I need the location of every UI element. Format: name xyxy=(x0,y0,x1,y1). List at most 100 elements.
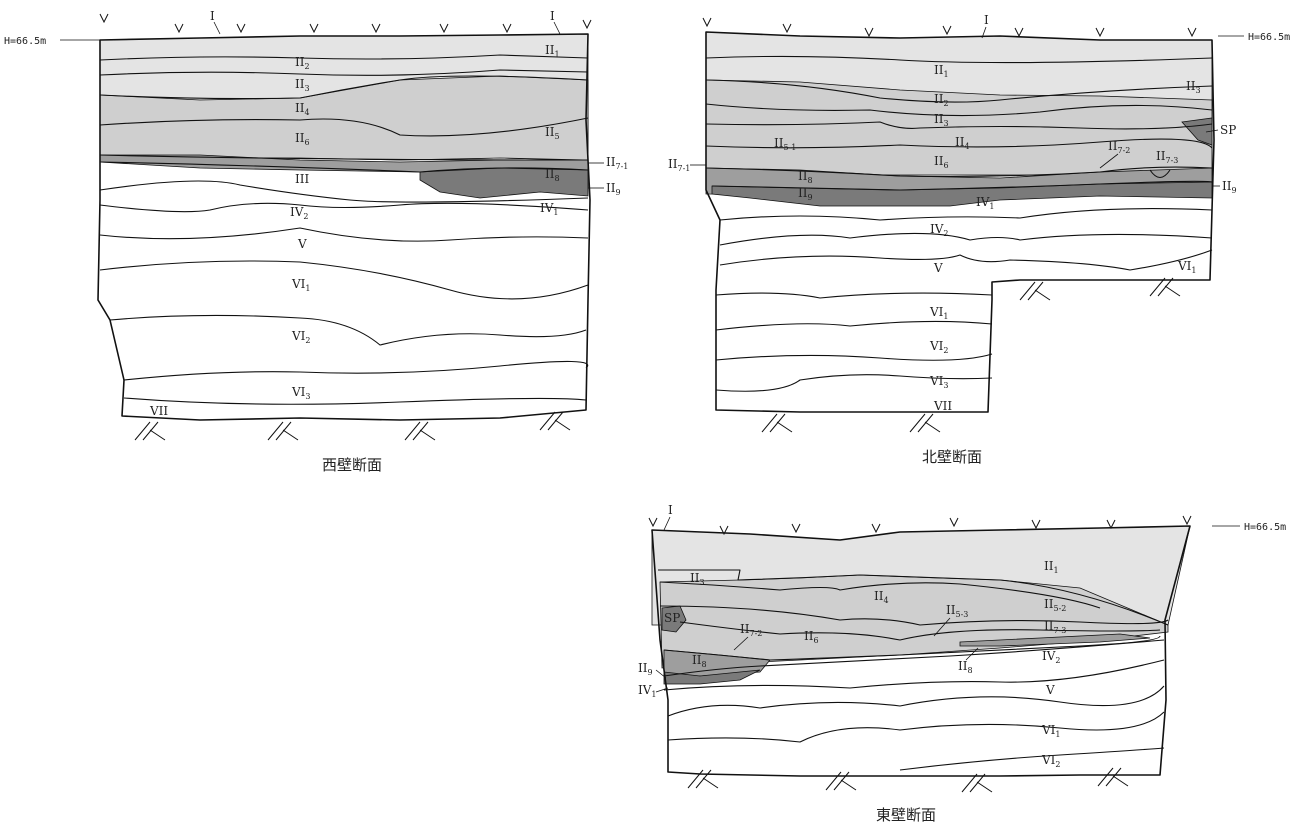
west-ground-tick xyxy=(174,23,184,34)
west-label-ii3: II3 xyxy=(295,77,310,93)
east-label-ii7-3: II7-3 xyxy=(1044,619,1066,635)
north-label-sp: SP xyxy=(1220,123,1236,137)
east-boundary xyxy=(667,685,1165,717)
north-ground-tick xyxy=(864,27,874,38)
west-leader xyxy=(213,21,221,35)
east-label-ii6: II6 xyxy=(804,629,819,645)
north-label-ii3-right: II3 xyxy=(1186,79,1201,95)
west-boundary xyxy=(99,161,589,173)
east-label-v: V xyxy=(1045,683,1055,697)
north-label-i: I xyxy=(984,13,989,27)
north-hatch xyxy=(909,413,941,433)
east-layer-ii9 xyxy=(663,669,761,685)
north-ground-tick xyxy=(702,17,712,28)
west-label-ii7-1: II7-1 xyxy=(606,155,628,171)
east-label-ii3: II3 xyxy=(690,571,705,587)
north-boundary xyxy=(715,292,993,299)
north-label-ii7-2: II7-2 xyxy=(1108,139,1130,155)
north-hatch xyxy=(761,413,793,433)
west-caption: 西壁断面 xyxy=(322,456,382,474)
east-label-ii9: II9 xyxy=(638,661,653,677)
north-label-ii7-3: II7-3 xyxy=(1156,149,1178,165)
north-boundary xyxy=(715,353,993,361)
east-leader xyxy=(655,687,669,693)
north-leader xyxy=(1099,153,1119,169)
east-ground-tick xyxy=(1106,519,1116,530)
north-label-ii6: II6 xyxy=(934,154,949,170)
east-label-ii4: II4 xyxy=(874,589,889,605)
east-label-ii7-2: II7-2 xyxy=(740,622,762,638)
north-datum-label: H=66.5m xyxy=(1248,32,1290,43)
east-boundary xyxy=(658,569,1169,626)
east-ground-tick xyxy=(648,517,658,528)
east-boundary xyxy=(667,711,1165,743)
north-label-vi3: VI3 xyxy=(929,374,949,390)
west-boundary xyxy=(109,314,587,346)
north-boundary xyxy=(705,79,1213,103)
north-leader xyxy=(1205,129,1219,133)
east-ground-tick xyxy=(1182,515,1192,526)
east-hatch xyxy=(687,769,719,789)
west-boundary xyxy=(99,54,589,61)
west-label-iv2: IV2 xyxy=(290,205,309,221)
east-leader xyxy=(965,647,979,661)
east-label-vi2: VI2 xyxy=(1041,753,1061,769)
east-label-ii1: II1 xyxy=(1044,559,1059,575)
east-leader xyxy=(655,669,667,679)
east-hatch xyxy=(1097,767,1129,787)
east-ground-tick xyxy=(871,523,881,534)
north-wall-section: H=66.5m I II1 II2 II3 II3 II5-1 II4 II6 … xyxy=(668,13,1290,466)
west-label-vi1: VI1 xyxy=(291,277,311,293)
west-boundary xyxy=(99,75,589,100)
east-boundary xyxy=(659,581,1101,609)
west-boundary xyxy=(123,360,589,381)
east-ground-tick xyxy=(1031,519,1041,530)
north-boundary xyxy=(715,320,993,331)
north-label-ii9: II9 xyxy=(798,186,813,202)
north-label-ii9-right: II9 xyxy=(1222,179,1237,195)
west-label-i: I xyxy=(210,9,215,23)
west-label-vii: VII xyxy=(149,404,168,418)
north-label-ii4: II4 xyxy=(955,135,970,151)
west-leader xyxy=(553,21,561,35)
north-label-iv2: IV2 xyxy=(930,222,949,238)
north-boundary xyxy=(719,232,1213,246)
west-label-v: V xyxy=(297,237,307,251)
west-label-ii5: II5 xyxy=(545,125,560,141)
east-wall-section: H=66.5m I II1 II3 II4 II5-2 II5-3 II7-3 … xyxy=(638,503,1286,824)
east-ground-tick xyxy=(791,523,801,534)
north-label-ii7-1: II7-1 xyxy=(668,157,690,173)
west-label-ii9: II9 xyxy=(606,181,621,197)
north-label-ii2: II2 xyxy=(934,92,949,108)
north-label-vi1: VI1 xyxy=(929,305,949,321)
west-boundary xyxy=(99,154,589,161)
east-ground-tick xyxy=(949,517,959,528)
north-hatch xyxy=(1149,277,1181,297)
north-label-vii: VII xyxy=(933,399,952,413)
north-label-vi2: VI2 xyxy=(929,339,949,355)
east-leader xyxy=(733,636,749,651)
east-leader xyxy=(663,516,671,531)
north-boundary xyxy=(705,55,1213,64)
north-leader xyxy=(981,26,987,39)
west-label-iii: III xyxy=(295,172,309,186)
north-label-ii1: II1 xyxy=(934,63,949,79)
north-label-ii3: II3 xyxy=(934,112,949,128)
west-ground-tick xyxy=(236,23,246,34)
north-boundary xyxy=(1149,169,1171,179)
west-outline xyxy=(97,33,591,421)
north-boundary xyxy=(715,374,993,392)
west-boundary xyxy=(99,117,589,137)
east-label-ii5-3: II5-3 xyxy=(946,603,968,619)
east-hatch xyxy=(961,773,993,793)
west-ground-tick xyxy=(371,23,381,34)
west-label-vi2: VI2 xyxy=(291,329,311,345)
north-boundary xyxy=(705,121,1213,130)
west-hatch xyxy=(404,421,436,441)
east-ground-tick xyxy=(719,525,729,536)
west-boundary xyxy=(99,227,589,242)
west-label-vi3: VI3 xyxy=(291,385,311,401)
north-label-ii5-1: II5-1 xyxy=(774,136,796,152)
north-outline xyxy=(705,31,1215,413)
north-ground-tick xyxy=(942,25,952,36)
